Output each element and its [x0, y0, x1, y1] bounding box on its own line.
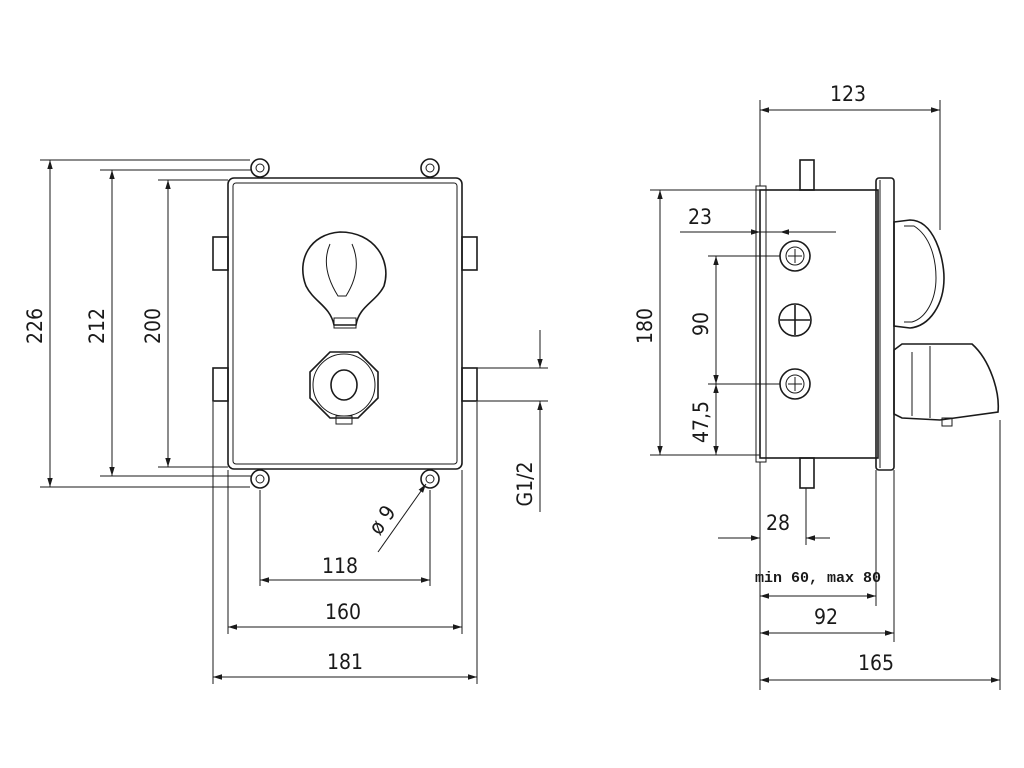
dim-label-92: 92 [814, 605, 838, 629]
cross-port-icon [778, 303, 812, 337]
dim-label-226: 226 [23, 308, 47, 344]
mounting-lug-icon [250, 158, 440, 489]
dim-label-28: 28 [766, 511, 790, 535]
front-view: 226 212 200 118 160 181 ø 9 G1/2 [23, 158, 548, 684]
dim-label-hole-diameter: ø 9 [364, 501, 401, 539]
dim-label-160: 160 [325, 600, 361, 624]
pipe-stub-icon [212, 236, 478, 402]
dim-label-180: 180 [633, 308, 657, 344]
dim-label-118: 118 [322, 554, 358, 578]
dim-label-165: 165 [858, 651, 894, 675]
faucet-handle-icon [893, 219, 945, 329]
install-range-note: min 60, max 80 [755, 570, 881, 587]
dim-label-181: 181 [327, 650, 363, 674]
side-body [759, 189, 879, 459]
dim-label-thread: G1/2 [513, 461, 537, 506]
hole-diameter-leader [377, 483, 427, 553]
front-box-inner [232, 182, 458, 465]
dim-label-23: 23 [688, 205, 712, 229]
dim-label-123: 123 [830, 82, 866, 106]
dim-label-212: 212 [85, 308, 109, 344]
mixer-knob-icon [309, 351, 379, 425]
mixer-knob-icon [893, 343, 1000, 427]
dim-label-47-5: 47,5 [689, 401, 713, 443]
faucet-handle-icon [302, 231, 387, 329]
front-box-outer [227, 177, 463, 470]
side-view: 123 23 180 90 47,5 28 min 60, max 80 92 [633, 82, 1001, 690]
dim-label-200: 200 [141, 308, 165, 344]
dim-label-90: 90 [689, 312, 713, 336]
